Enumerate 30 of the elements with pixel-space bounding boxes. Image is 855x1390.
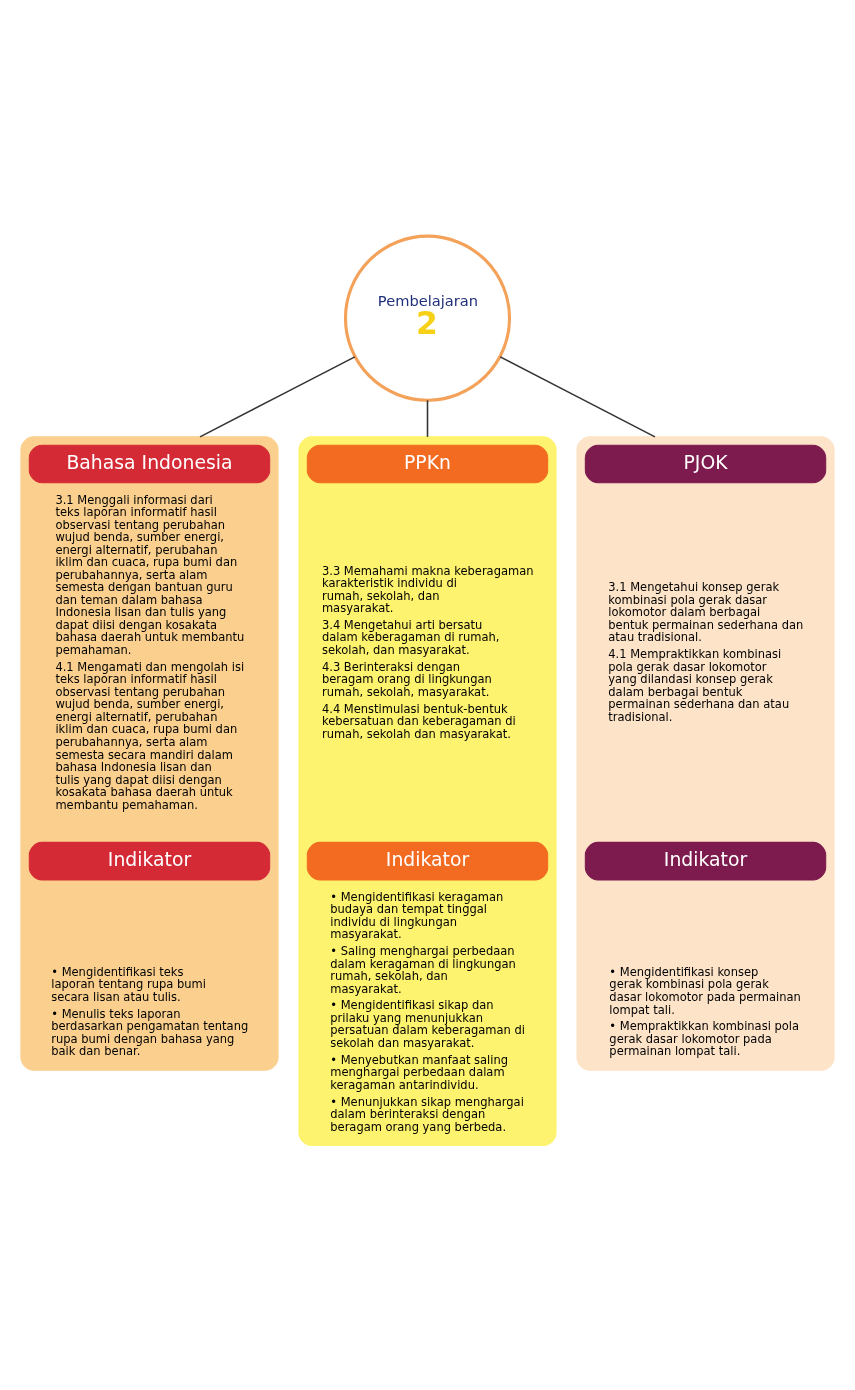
node-label: • Saling menghargai perbedaan dalam keragaman di lingkungan rumah, sekolah, dan masyarakat. bbox=[330, 944, 516, 996]
node-circle: Pembelajaran 2 bbox=[343, 234, 512, 402]
node-label: • Mengidentifikasi sikap dan prilaku yang menunjukkan persatuan dalam keberagaman di sekolah dan masyarakat. bbox=[330, 998, 525, 1050]
node-label: • Menyebutkan manfaat saling menghargai perbedaan dalam keragaman antarindividu. bbox=[330, 1052, 509, 1092]
node-label: • Mempraktikkan kombinasi pola gerak dasar lokomotor pada permainan lompat tali. bbox=[609, 1019, 800, 1059]
node-box: Indikator bbox=[28, 841, 271, 881]
node-box: Bahasa Indonesia bbox=[28, 444, 271, 484]
connector bbox=[426, 399, 429, 438]
node-label: 4.1 Mempraktikkan kombinasi pola gerak dasar lokomotor yang dilandasi konsep gerak dalam berbagai bentuk permainan sederhana dan atau tradisional. bbox=[608, 647, 790, 724]
cluster bbox=[298, 436, 557, 1146]
node-label: 3.1 Menggali informasi dari teks laporan informatif hasil observasi tentang perubahan wujud benda, sumber energi, energi alternatif, perubahan iklim dan cuaca, rupa bumi dan perubahannya, serta alam semesta dengan bantuan guru dan teman dalam bahasa Indonesia lisan dan tulis yang dapat diisi dengan kosakata bahasa daerah untuk membantu pemahaman. bbox=[55, 492, 245, 658]
cluster bbox=[20, 436, 279, 1071]
node-label: • Mengidentifikasi konsep gerak kombinasi pola gerak dasar lokomotor pada permainan lompat tali. bbox=[609, 964, 801, 1017]
node-label: • Mengidentifikasi keragaman budaya dan tempat tinggal individu di lingkungan masyarakat. bbox=[330, 889, 504, 942]
node-label: • Menulis teks laporan berdasarkan pengamatan tentang rupa bumi dengan bahasa yang baik dan benar. bbox=[51, 1006, 249, 1059]
node-label: 4.3 Berinteraksi dengan beragam orang di lingkungan rumah, sekolah, masyarakat. bbox=[321, 659, 492, 699]
node-box: Indikator bbox=[584, 841, 827, 881]
node-label: 3.3 Memahami makna keberagaman karakteristik individu di rumah, sekolah, dan masyarakat. bbox=[321, 563, 534, 616]
node-label: • Menunjukkan sikap menghargai dalam berinteraksi dengan beragam orang yang berbeda. bbox=[330, 1094, 524, 1134]
cluster bbox=[576, 436, 835, 1071]
node-label: 4.4 Menstimulasi bentuk-bentuk kebersatuan dan keberagaman di rumah, sekolah dan masyarakat. bbox=[321, 701, 516, 741]
node-label: 3.4 Mengetahui arti bersatu dalam keberagaman di rumah, sekolah, dan masyarakat. bbox=[321, 617, 500, 658]
node-label: 4.1 Mengamati dan mengolah isi teks laporan informatif hasil observasi tentang perubahan wujud benda, sumber energi, energi alternatif, perubahan iklim dan cuaca, rupa bumi dan perubahannya, serta alam semesta secara mandiri dalam bahasa Indonesia lisan dan tulis yang dapat diisi dengan kosakata bahasa daerah untuk membantu pemahaman. bbox=[55, 659, 245, 812]
node-label: • Mengidentifikasi teks laporan tentang rupa bumi secara lisan atau tulis. bbox=[51, 964, 206, 1005]
node-label: 3.1 Mengetahui konsep gerak kombinasi pola gerak dasar lokomotor dalam berbagai bentuk permainan sederhana dan atau tradisional. bbox=[608, 580, 804, 645]
connector bbox=[499, 356, 656, 438]
node-box: PPKn bbox=[306, 444, 549, 484]
node-box: PJOK bbox=[584, 444, 827, 484]
connector bbox=[199, 356, 356, 438]
node-box: Indikator bbox=[306, 841, 549, 881]
